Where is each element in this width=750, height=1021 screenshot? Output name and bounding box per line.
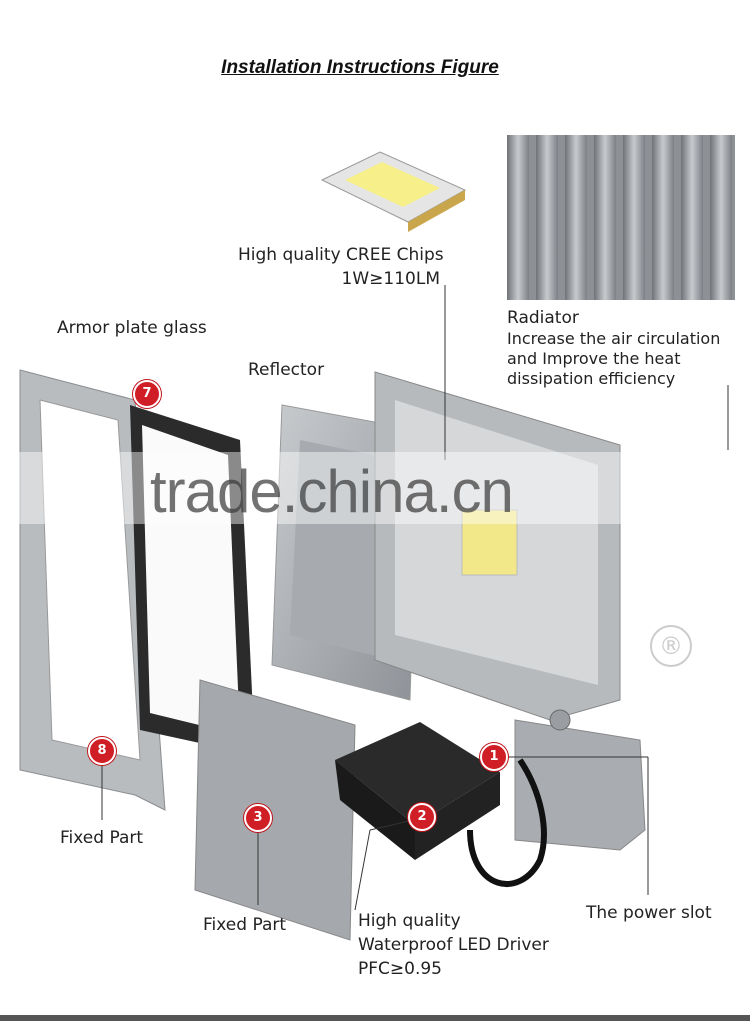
chip-label-line2: 1W≥110LM: [341, 269, 440, 289]
back-cover: [194, 679, 356, 941]
driver-label-line3: PFC≥0.95: [358, 959, 442, 979]
registered-mark: ®: [650, 625, 692, 667]
chip-label-line1: High quality CREE Chips: [238, 245, 444, 265]
badge-2: 2: [408, 803, 436, 831]
fixed-part-bottom-label: Fixed Part: [203, 915, 287, 935]
radiator-line2: and Improve the heat: [507, 349, 681, 368]
badge-3: 3: [244, 804, 272, 832]
armor-glass-label: Armor plate glass: [57, 318, 207, 338]
driver-label-line1: High quality: [358, 911, 461, 931]
radiator-title: Radiator: [507, 308, 579, 328]
power-slot-label: The power slot: [586, 903, 712, 923]
watermark-text: trade.china.cn: [150, 458, 514, 525]
reflector-label: Reflector: [248, 360, 325, 380]
badge-8: 8: [88, 737, 116, 765]
fixed-part-left-label: Fixed Part: [60, 828, 144, 848]
badge-7: 7: [133, 380, 161, 408]
led-chip: [320, 151, 467, 232]
figure-title: Installation Instructions Figure: [221, 57, 499, 78]
driver-label-line2: Waterproof LED Driver: [358, 935, 549, 955]
armor-glass: [130, 405, 255, 755]
led-driver: [335, 722, 547, 887]
front-frame: [19, 369, 166, 811]
housing: [374, 371, 646, 851]
radiator-photo: [507, 135, 735, 300]
watermark-band: [0, 452, 750, 524]
footer-bar: [0, 1015, 750, 1021]
radiator-line1: Increase the air circulation: [507, 329, 721, 348]
badge-1: 1: [480, 743, 508, 771]
radiator-line3: dissipation efficiency: [507, 369, 676, 388]
